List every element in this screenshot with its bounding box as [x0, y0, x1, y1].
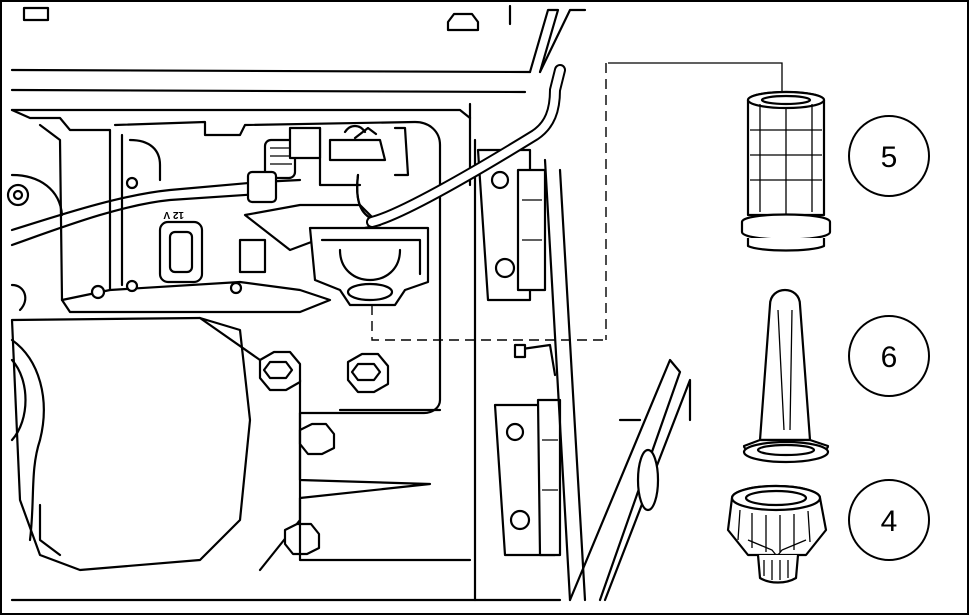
callout-5-label: 5	[881, 141, 898, 174]
callout-6-label: 6	[881, 341, 898, 374]
door-hinge-panel	[476, 148, 587, 602]
strainer-filter-part	[740, 90, 832, 252]
callout-4: 4	[848, 479, 930, 561]
funnel-nozzle-part	[742, 289, 830, 464]
callout-5: 5	[848, 115, 930, 197]
callout-4-label: 4	[881, 505, 898, 538]
breather-tube	[366, 64, 566, 228]
door-panel	[568, 358, 692, 602]
callout-6: 6	[848, 315, 930, 397]
leader-lines	[371, 62, 783, 341]
filler-cap-part	[726, 484, 828, 584]
voltage-label: 12 V	[163, 209, 184, 220]
hex-nut-left	[258, 350, 302, 392]
hex-nut-right	[346, 352, 390, 394]
engine-compartment: 12 V	[6, 4, 562, 602]
